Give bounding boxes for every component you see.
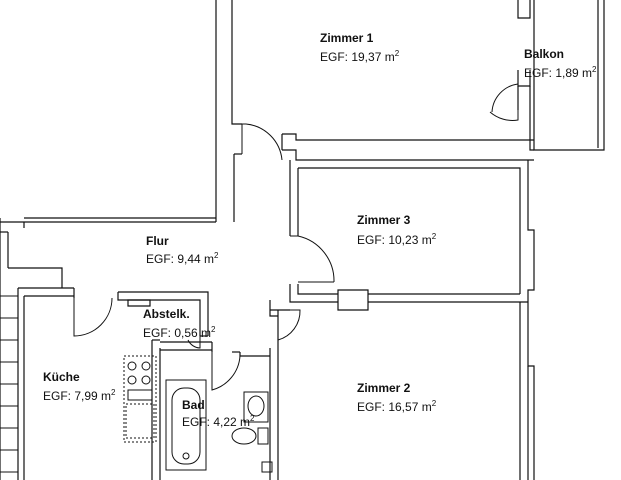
room-zimmer2: Zimmer 2 EGF: 16,57 m2 — [357, 381, 437, 414]
room-area: EGF: 4,22 m2 — [182, 414, 255, 429]
room-flur: Flur EGF: 9,44 m2 — [146, 234, 219, 266]
room-balkon: Balkon EGF: 1,89 m2 — [524, 47, 597, 80]
room-name: Bad — [182, 398, 205, 412]
room-zimmer3: Zimmer 3 EGF: 10,23 m2 — [357, 213, 437, 247]
room-name: Zimmer 1 — [320, 31, 374, 45]
room-bad: Bad EGF: 4,22 m2 — [182, 398, 255, 429]
toilet-icon — [231, 427, 269, 445]
room-area: EGF: 10,23 m2 — [357, 232, 437, 247]
room-name: Küche — [43, 370, 80, 384]
room-area: EGF: 19,37 m2 — [320, 49, 400, 64]
room-name: Zimmer 2 — [357, 381, 411, 395]
sink-icon — [243, 391, 269, 423]
room-area: EGF: 16,57 m2 — [357, 399, 437, 414]
fixtures — [123, 355, 273, 473]
floor-drain-icon — [261, 461, 273, 473]
walls — [0, 0, 605, 480]
room-abstelk: Abstelk. EGF: 0,56 m2 — [143, 307, 216, 340]
room-name: Flur — [146, 234, 169, 248]
room-area: EGF: 0,56 m2 — [143, 325, 216, 340]
room-zimmer1: Zimmer 1 EGF: 19,37 m2 — [320, 31, 400, 64]
room-name: Zimmer 3 — [357, 213, 411, 227]
doors — [73, 83, 519, 391]
room-area: EGF: 1,89 m2 — [524, 65, 597, 80]
room-name: Balkon — [524, 47, 564, 61]
room-area: EGF: 9,44 m2 — [146, 251, 219, 266]
stove-icon — [123, 355, 157, 443]
bathtub-icon — [165, 379, 207, 471]
room-area: EGF: 7,99 m2 — [43, 388, 116, 403]
room-kueche: Küche EGF: 7,99 m2 — [43, 370, 116, 403]
room-name: Abstelk. — [143, 307, 190, 321]
